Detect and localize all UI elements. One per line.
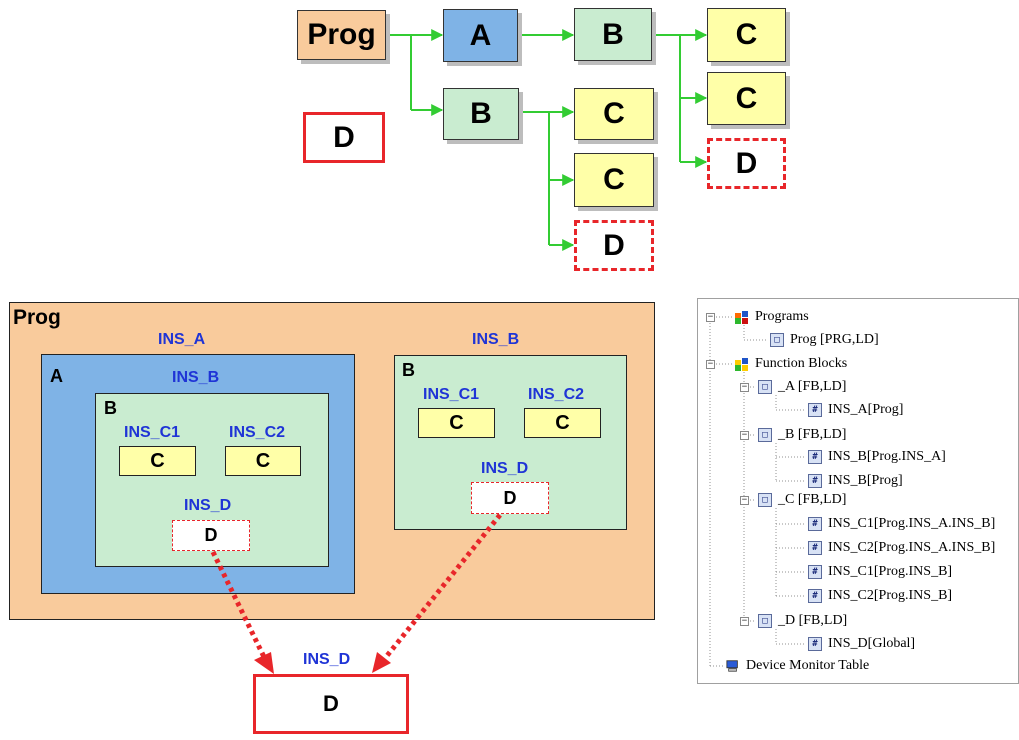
tree-label-fb-b: _B [FB,LD] — [778, 427, 847, 442]
node-a: A — [443, 9, 518, 62]
function-blocks-icon — [735, 358, 748, 371]
global-d: D — [253, 674, 409, 734]
label-ins-c1-inner: INS_C1 — [124, 424, 181, 441]
label-ins-b-right: INS_B — [472, 331, 520, 348]
function-block-icon: □ — [758, 380, 772, 394]
tree-label-ins-c2-a: INS_C2[Prog.INS_A.INS_B] — [828, 540, 996, 555]
function-block-icon: □ — [758, 493, 772, 507]
tree-label-device-monitor: Device Monitor Table — [746, 658, 870, 673]
reference-arrows — [210, 513, 502, 674]
instance-icon: # — [808, 450, 822, 464]
inner-d: D — [172, 520, 250, 551]
tree-item-programs[interactable]: Programs — [735, 306, 809, 328]
tree-item-fb-d[interactable]: □ _D [FB,LD] — [758, 610, 847, 632]
right-c-2: C — [524, 408, 601, 438]
instance-icon: # — [808, 517, 822, 531]
function-block-icon: □ — [758, 428, 772, 442]
collapse-fb-b-icon[interactable]: − — [740, 430, 749, 440]
tree-label-ins-b-1: INS_B[Prog.INS_A] — [828, 449, 946, 464]
node-d-dashed-2: D — [574, 220, 654, 271]
collapse-fb-d-icon[interactable]: − — [740, 616, 749, 626]
tree-item-ins-d[interactable]: # INS_D[Global] — [808, 633, 915, 655]
node-c-4: C — [574, 153, 654, 207]
tree-label-prog: Prog [PRG,LD] — [790, 332, 879, 347]
tree-label-ins-b-2: INS_B[Prog] — [828, 473, 903, 488]
region-a-title: A — [50, 366, 63, 386]
label-ins-a: INS_A — [158, 331, 206, 348]
tree-label-fb-d: _D [FB,LD] — [778, 613, 848, 628]
node-c-1: C — [707, 8, 786, 62]
tree-label-programs: Programs — [755, 309, 809, 324]
programs-icon — [735, 311, 748, 324]
instance-icon: # — [808, 541, 822, 555]
region-b-right-title: B — [402, 360, 415, 380]
tree-label-ins-c1-b: INS_C1[Prog.INS_B] — [828, 564, 953, 579]
tree-item-ins-a[interactable]: # INS_A[Prog] — [808, 399, 903, 421]
monitor-icon — [726, 660, 738, 672]
tree-item-fb-b[interactable]: □ _B [FB,LD] — [758, 424, 846, 446]
node-d-dashed-1: D — [707, 138, 786, 189]
region-b-inner-title: B — [104, 398, 117, 418]
project-tree: − − − − − − Programs □ Prog [PRG,LD] Fun… — [697, 298, 1019, 684]
node-d-global: D — [303, 112, 385, 163]
label-ins-d-inner: INS_D — [184, 497, 232, 514]
node-b-lower: B — [443, 88, 519, 140]
tree-item-function-blocks[interactable]: Function Blocks — [735, 353, 847, 375]
node-c-3: C — [707, 72, 786, 125]
instance-icon: # — [808, 589, 822, 603]
tree-label-ins-c2-b: INS_C2[Prog.INS_B] — [828, 588, 953, 603]
label-ins-b-inner: INS_B — [172, 369, 220, 386]
instance-icon: # — [808, 565, 822, 579]
label-ins-d-right: INS_D — [481, 460, 529, 477]
call-tree-connectors — [387, 29, 708, 251]
label-ins-c2-inner: INS_C2 — [229, 424, 286, 441]
function-block-icon: □ — [758, 614, 772, 628]
instance-icon: # — [808, 403, 822, 417]
instance-icon: # — [808, 637, 822, 651]
label-ins-d-global: INS_D — [303, 651, 351, 668]
region-prog-title: Prog — [13, 306, 61, 329]
inner-c-1: C — [119, 446, 196, 476]
right-d: D — [471, 482, 549, 514]
tree-item-device-monitor[interactable]: Device Monitor Table — [726, 655, 869, 677]
collapse-fb-a-icon[interactable]: − — [740, 382, 749, 392]
tree-item-ins-c1-b[interactable]: # INS_C1[Prog.INS_B] — [808, 561, 952, 583]
label-ins-c2-right: INS_C2 — [528, 386, 585, 403]
inner-c-2: C — [225, 446, 301, 476]
tree-item-ins-b-1[interactable]: # INS_B[Prog.INS_A] — [808, 446, 946, 468]
collapse-function-blocks-icon[interactable]: − — [706, 359, 715, 369]
tree-label-fb-c: _C [FB,LD] — [778, 492, 847, 507]
tree-label-ins-a: INS_A[Prog] — [828, 402, 904, 417]
collapse-fb-c-icon[interactable]: − — [740, 495, 749, 505]
instance-icon: # — [808, 474, 822, 488]
tree-item-ins-c1-a[interactable]: # INS_C1[Prog.INS_A.INS_B] — [808, 513, 995, 535]
tree-item-prog[interactable]: □ Prog [PRG,LD] — [770, 329, 879, 351]
node-prog: Prog — [297, 10, 386, 60]
node-b-top: B — [574, 8, 652, 61]
tree-label-function-blocks: Function Blocks — [755, 356, 848, 371]
tree-item-ins-c2-b[interactable]: # INS_C2[Prog.INS_B] — [808, 585, 952, 607]
tree-item-ins-c2-a[interactable]: # INS_C2[Prog.INS_A.INS_B] — [808, 537, 995, 559]
right-c-1: C — [418, 408, 495, 438]
collapse-programs-icon[interactable]: − — [706, 312, 715, 322]
tree-label-ins-c1-a: INS_C1[Prog.INS_A.INS_B] — [828, 516, 996, 531]
node-c-2: C — [574, 88, 654, 140]
tree-label-ins-d: INS_D[Global] — [828, 636, 916, 651]
tree-item-ins-b-2[interactable]: # INS_B[Prog] — [808, 470, 903, 492]
tree-item-fb-a[interactable]: □ _A [FB,LD] — [758, 376, 846, 398]
label-ins-c1-right: INS_C1 — [423, 386, 480, 403]
tree-item-fb-c[interactable]: □ _C [FB,LD] — [758, 489, 846, 511]
program-pou-icon: □ — [770, 333, 784, 347]
tree-label-fb-a: _A [FB,LD] — [778, 379, 847, 394]
